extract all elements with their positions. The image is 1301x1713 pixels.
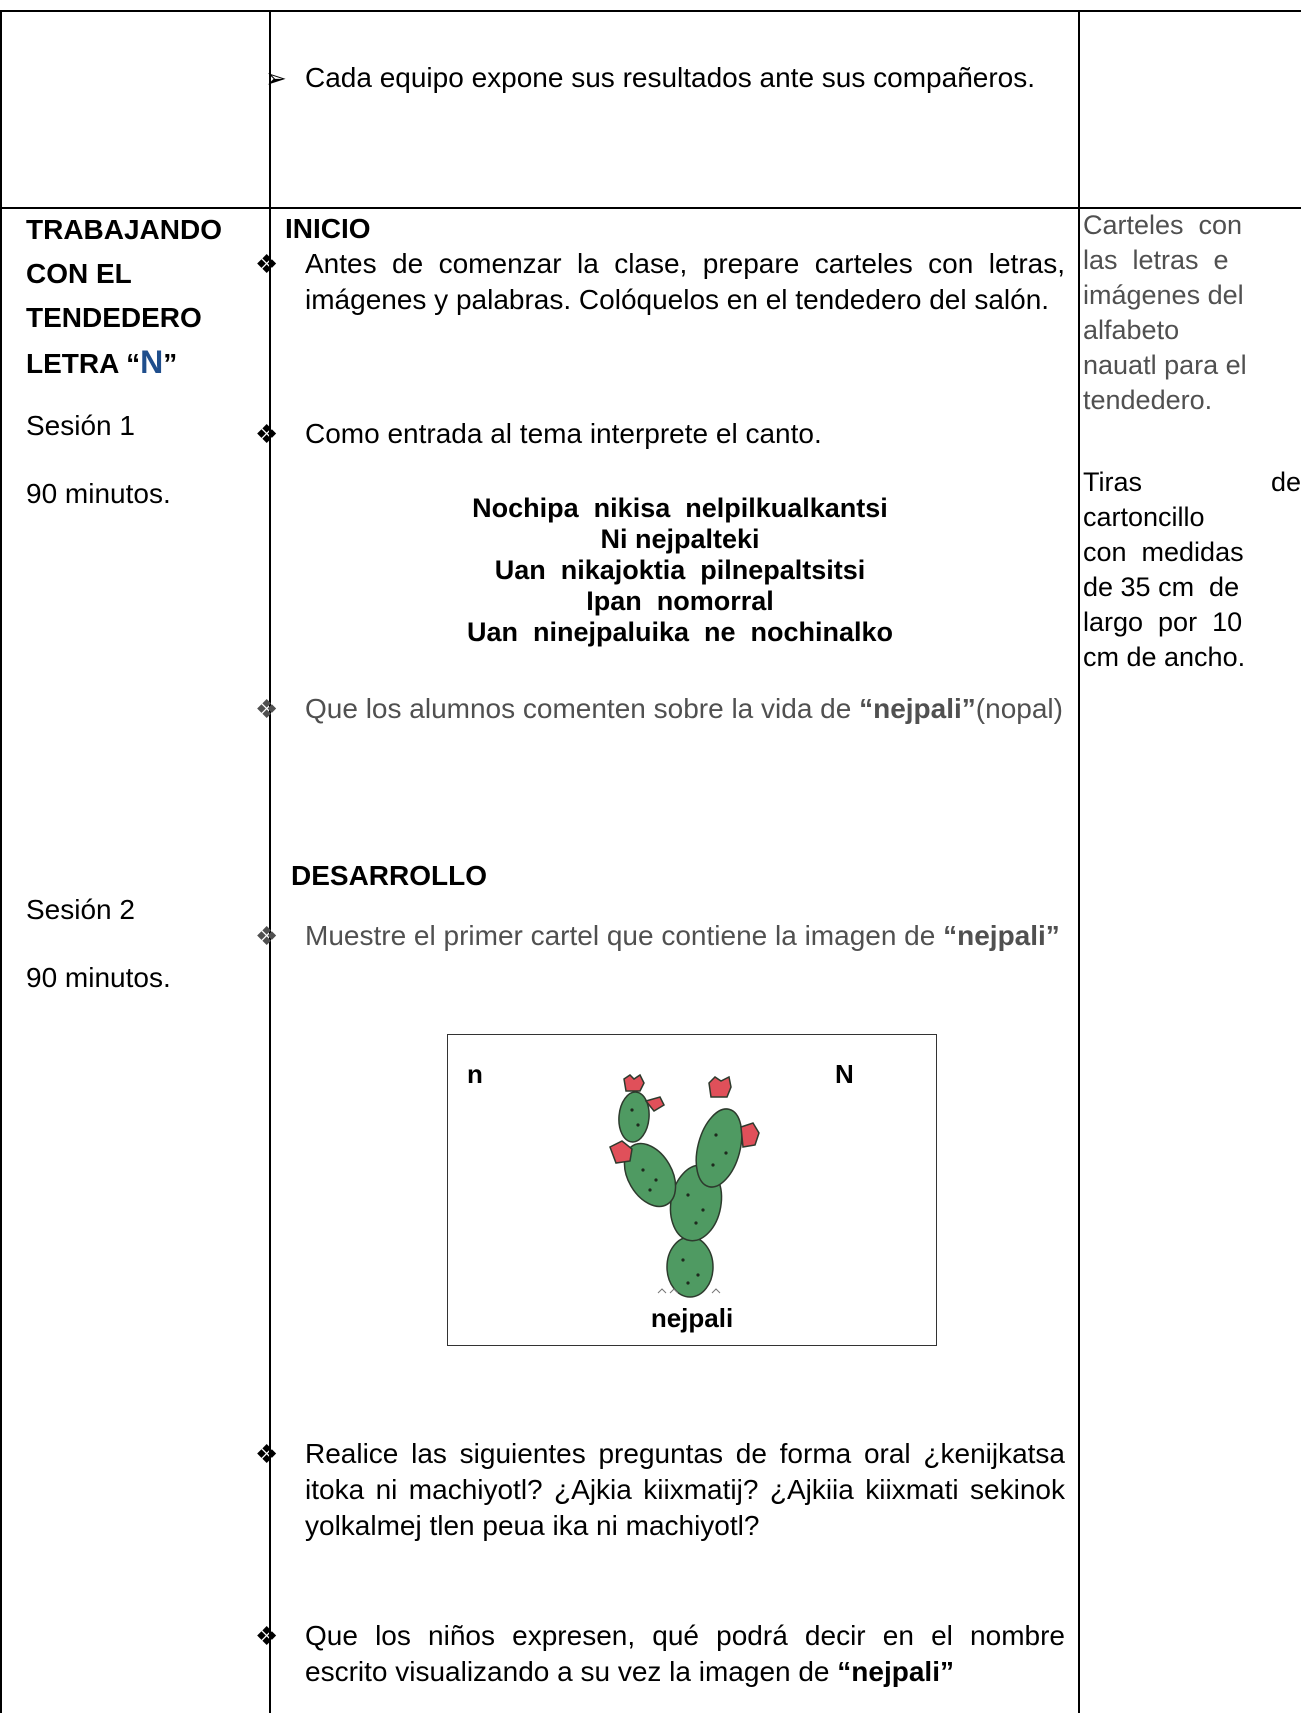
materials-line: Carteles con [1083, 210, 1243, 240]
title-letter: N [140, 344, 164, 380]
materials-line: cm de ancho. [1083, 642, 1246, 672]
title-line-4: LETRA “N” [26, 344, 178, 380]
instruction-item-3: ❖ Que los alumnos comenten sobre la vida… [255, 691, 1065, 727]
keyword-nejpali: “nejpali” [859, 693, 976, 724]
diamond-bullet-icon: ❖ [255, 921, 279, 951]
top-row-text: Cada equipo expone sus resultados ante s… [305, 62, 1036, 93]
materials-line: alfabeto [1083, 315, 1180, 345]
title-line-2: CON EL [26, 258, 132, 289]
diamond-bullet-icon: ❖ [255, 1621, 279, 1651]
top-row-item: ➢ Cada equipo expone sus resultados ante… [265, 60, 1065, 96]
card-word: nejpali [650, 1303, 734, 1333]
materials-line: con medidas [1083, 537, 1244, 567]
table-top-border [0, 10, 1301, 12]
instruction-text-2: Como entrada al tema interprete el canto… [305, 418, 822, 449]
nopal-cactus-illustration [609, 1073, 760, 1298]
song-line: Ipan nomorral [586, 586, 774, 616]
instruction-text-1: Antes de comenzar la clase, prepare cart… [305, 248, 1065, 315]
column-divider-2 [1078, 10, 1080, 1713]
song-line: Uan nikajoktia pilnepaltsitsi [494, 555, 866, 585]
table-left-border [0, 10, 2, 1713]
song-line: Ni nejpalteki [600, 524, 760, 554]
materials-line: imágenes del [1083, 280, 1244, 310]
materials-line: largo por 10 [1083, 607, 1243, 637]
card-lowercase-letter: n [467, 1059, 483, 1089]
diamond-bullet-icon: ❖ [255, 1439, 279, 1469]
instruction-item-6: ❖ Que los niños expresen, qué podrá deci… [255, 1620, 1065, 1687]
duration-2-label: 90 minutos. [26, 962, 171, 993]
song-lyrics: Nochipa nikisa nelpilkualkantsi Ni nejpa… [300, 493, 1060, 648]
title-line-1: TRABAJANDO [26, 214, 222, 245]
lesson-title: TRABAJANDO CON EL TENDEDERO LETRA “N” [26, 208, 266, 386]
instruction-text-5: Realice las siguientes preguntas de form… [305, 1438, 1065, 1541]
row-divider [0, 207, 1301, 209]
nejpali-card: n N nejpali [447, 1034, 937, 1346]
instruction-item-1: ❖ Antes de comenzar la clase, prepare ca… [255, 246, 1065, 318]
session-2-label: Sesión 2 [26, 894, 135, 925]
instruction-item-5: ❖ Realice las siguientes preguntas de fo… [255, 1436, 1065, 1544]
duration-1-label: 90 minutos. [26, 478, 171, 509]
materials-line: nauatl para el [1083, 350, 1247, 380]
materials-list-1: Carteles con las letras e imágenes del a… [1083, 208, 1301, 418]
keyword-nejpali: “nejpali” [943, 920, 1060, 951]
diamond-bullet-icon: ❖ [255, 419, 279, 449]
keyword-nejpali: “nejpali” [837, 1656, 954, 1687]
inicio-heading: INICIO [285, 213, 371, 244]
instruction-item-4: ❖ Muestre el primer cartel que contiene … [255, 918, 1065, 954]
instruction-item-2: ❖ Como entrada al tema interprete el can… [255, 416, 1065, 452]
song-line: Nochipa nikisa nelpilkualkantsi [472, 493, 888, 523]
arrow-bullet-icon: ➢ [265, 63, 287, 93]
materials-line: tendedero. [1083, 385, 1213, 415]
session-1-label: Sesión 1 [26, 410, 135, 441]
materials-line: cartoncillo [1083, 502, 1205, 532]
materials-line: de 35 cm de [1083, 572, 1240, 602]
desarrollo-heading: DESARROLLO [291, 860, 487, 891]
column-divider-1 [269, 10, 271, 1713]
diamond-bullet-icon: ❖ [255, 694, 279, 724]
materials-line: las letras e [1083, 245, 1229, 275]
card-uppercase-letter: N [835, 1059, 854, 1089]
title-line-3: TENDEDERO [26, 302, 202, 333]
diamond-bullet-icon: ❖ [255, 249, 279, 279]
song-line: Uan ninejpaluika ne nochinalko [466, 617, 894, 647]
